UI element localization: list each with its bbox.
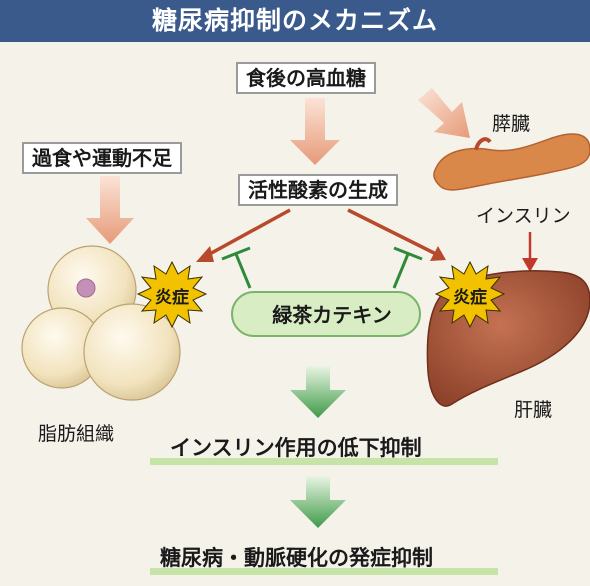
arrow-meal-to-pancreas [418, 88, 470, 138]
label-liver: 肝臓 [514, 399, 553, 421]
label-adipose: 脂肪組織 [38, 423, 115, 445]
node-oxygen: 活性酸素の生成 [238, 174, 398, 206]
label-pancreas: 膵臓 [492, 113, 531, 135]
starburst-right [434, 260, 506, 329]
fat-cell-right [83, 303, 181, 401]
label-inflam-left: 炎症 [155, 288, 189, 308]
label-insulin: インスリン [476, 205, 571, 227]
arrow-meal-to-oxygen [290, 98, 340, 165]
label-inflam-right: 炎症 [453, 288, 487, 308]
inhibitor-left [234, 253, 252, 289]
node-overeating: 過食や運動不足 [22, 142, 182, 174]
underline-result1 [150, 458, 498, 465]
node-after-meal: 食後の高血糖 [236, 62, 376, 94]
underline-result2 [150, 568, 498, 575]
arrow-oxygen-to-liver [347, 208, 437, 256]
arrow-result1-to-result2 [290, 476, 346, 528]
arrow-catechin-to-result1 [290, 366, 346, 418]
catechin-pill [231, 291, 421, 337]
label-catechin: 緑茶カテキン [272, 303, 392, 327]
fat-cell-nucleus [76, 278, 96, 298]
pancreas-shape [433, 133, 590, 191]
page-title: 糖尿病抑制のメカニズム [151, 6, 438, 35]
arrow-overeating-to-adipose [86, 176, 134, 244]
title-band [0, 0, 590, 42]
inhibitor-right [392, 253, 410, 289]
label-result1: インスリン作用の低下抑制 [170, 436, 422, 460]
starburst-left [136, 260, 208, 329]
label-result2: 糖尿病・動脈硬化の発症抑制 [160, 546, 433, 570]
arrow-oxygen-to-adipose [205, 208, 291, 258]
